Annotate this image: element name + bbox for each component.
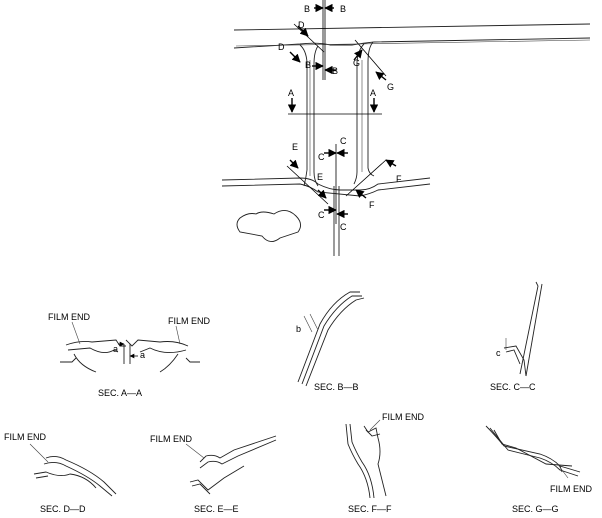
letter-a: A [370, 88, 376, 98]
letter-b: B [332, 66, 338, 76]
letter-e: E [292, 142, 298, 152]
section-caption-d: SEC. D—D [40, 504, 86, 514]
dimension-label-b: b [296, 324, 301, 334]
section-cut-lines [286, 0, 387, 224]
letter-c: C [318, 152, 325, 162]
letter-f: F [369, 200, 375, 210]
letter-b: B [304, 4, 310, 14]
section-caption-f: SEC. F—F [348, 504, 392, 514]
letter-g: G [387, 82, 394, 92]
film-end-label: FILM END [382, 412, 425, 422]
film-end-label: FILM END [4, 432, 47, 442]
letter-c: C [318, 210, 325, 220]
section-caption-c: SEC. C—C [490, 382, 536, 392]
film-end-label: FILM END [550, 484, 593, 494]
letter-f: F [396, 174, 402, 184]
section-caption-g: SEC. G—G [512, 504, 559, 514]
letter-c: C [340, 136, 347, 146]
section-e-e [185, 435, 277, 495]
section-letters: B B D D B B G G A A E E C C C C F F [278, 4, 402, 232]
letter-a: A [288, 88, 294, 98]
door-window-frame-view [221, 23, 591, 256]
section-g-g [485, 425, 581, 479]
section-caption-b: SEC. B—B [314, 382, 359, 392]
letter-b: B [305, 60, 311, 70]
dimension-label-a: a [113, 344, 118, 354]
film-end-label: FILM END [168, 316, 211, 326]
letter-g: G [353, 58, 360, 68]
section-d-d [29, 443, 117, 497]
film-end-label: FILM END [150, 434, 193, 444]
section-f-f [345, 419, 387, 499]
letter-b: B [340, 4, 346, 14]
section-a-a [60, 321, 200, 373]
letter-c: C [340, 222, 347, 232]
section-arrows [287, 3, 397, 219]
section-caption-e: SEC. E—E [194, 504, 239, 514]
film-end-label: FILM END [48, 312, 91, 322]
section-caption-a: SEC. A—A [98, 388, 142, 398]
letter-d: D [298, 20, 305, 30]
section-b-b [297, 291, 365, 387]
dimension-label-a: a [140, 350, 145, 360]
letter-e: E [317, 172, 323, 182]
letter-d: D [278, 42, 285, 52]
section-c-c [503, 281, 543, 377]
dimension-label-c: c [496, 348, 501, 358]
